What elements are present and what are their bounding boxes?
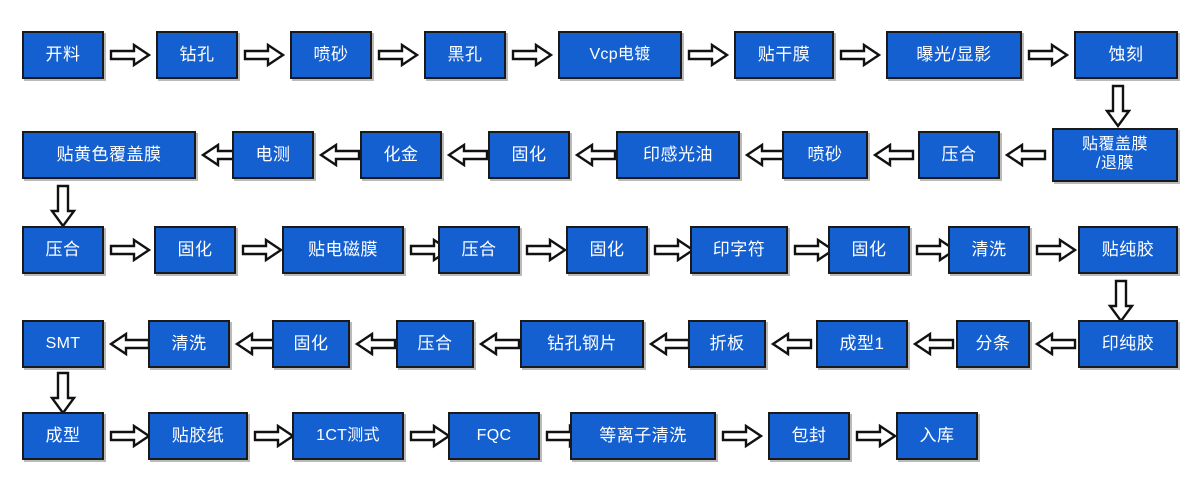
arrow-right-icon <box>525 237 568 263</box>
arrow-right-icon <box>253 423 296 449</box>
node-row2-8[interactable]: 贴覆盖膜 /退膜 <box>1052 128 1178 182</box>
node-row5-1[interactable]: 成型 <box>22 412 104 460</box>
arrow-left-icon <box>478 331 521 357</box>
arrow-left-icon <box>648 331 691 357</box>
node-row1-2[interactable]: 钻孔 <box>156 31 238 79</box>
arrow-right-icon <box>109 423 152 449</box>
node-row1-3[interactable]: 喷砂 <box>290 31 372 79</box>
node-row4-8[interactable]: 分条 <box>956 320 1030 368</box>
node-row4-9[interactable]: 印纯胶 <box>1078 320 1178 368</box>
node-row2-4[interactable]: 固化 <box>488 131 570 179</box>
node-row1-5[interactable]: Vcp电镀 <box>558 31 682 79</box>
arrow-right-icon <box>511 42 554 68</box>
node-row2-6[interactable]: 喷砂 <box>782 131 868 179</box>
node-row3-3[interactable]: 贴电磁膜 <box>282 226 404 274</box>
arrow-right-icon <box>241 237 284 263</box>
arrow-right-icon <box>721 423 764 449</box>
node-row3-7[interactable]: 固化 <box>828 226 910 274</box>
arrow-right-icon <box>793 237 836 263</box>
node-row4-5[interactable]: 钻孔钢片 <box>520 320 644 368</box>
node-row2-1[interactable]: 贴黄色覆盖膜 <box>22 131 196 179</box>
node-row4-7[interactable]: 成型1 <box>816 320 908 368</box>
arrow-left-icon <box>1004 142 1047 168</box>
node-row2-3[interactable]: 化金 <box>360 131 442 179</box>
arrow-right-icon <box>855 423 898 449</box>
arrow-down-icon <box>49 371 77 416</box>
node-row3-6[interactable]: 印字符 <box>690 226 788 274</box>
node-row4-6[interactable]: 折板 <box>688 320 766 368</box>
node-row2-2[interactable]: 电测 <box>232 131 314 179</box>
node-row3-1[interactable]: 压合 <box>22 226 104 274</box>
node-row1-6[interactable]: 贴干膜 <box>734 31 834 79</box>
node-row3-5[interactable]: 固化 <box>566 226 648 274</box>
arrow-left-icon <box>234 331 277 357</box>
arrow-right-icon <box>653 237 696 263</box>
arrow-left-icon <box>912 331 955 357</box>
arrow-right-icon <box>839 42 882 68</box>
arrow-down-icon <box>1104 84 1132 129</box>
node-row5-7[interactable]: 入库 <box>896 412 978 460</box>
node-row4-3[interactable]: 固化 <box>272 320 350 368</box>
arrow-left-icon <box>1034 331 1077 357</box>
node-row4-2[interactable]: 清洗 <box>148 320 230 368</box>
arrow-right-icon <box>109 42 152 68</box>
arrow-left-icon <box>108 331 151 357</box>
arrow-right-icon <box>915 237 958 263</box>
node-row4-4[interactable]: 压合 <box>396 320 474 368</box>
node-row3-8[interactable]: 清洗 <box>948 226 1030 274</box>
arrow-left-icon <box>744 142 787 168</box>
node-row1-1[interactable]: 开料 <box>22 31 104 79</box>
node-row4-1[interactable]: SMT <box>22 320 104 368</box>
arrow-left-icon <box>318 142 361 168</box>
arrow-right-icon <box>1035 237 1078 263</box>
arrow-left-icon <box>446 142 489 168</box>
node-row1-8[interactable]: 蚀刻 <box>1074 31 1178 79</box>
node-row5-3[interactable]: 1CT测式 <box>292 412 404 460</box>
arrow-left-icon <box>770 331 813 357</box>
node-row1-4[interactable]: 黑孔 <box>424 31 506 79</box>
node-row2-7[interactable]: 压合 <box>918 131 1000 179</box>
arrow-right-icon <box>377 42 420 68</box>
arrow-right-icon <box>1027 42 1070 68</box>
arrow-left-icon <box>354 331 397 357</box>
node-row1-7[interactable]: 曝光/显影 <box>886 31 1022 79</box>
node-row3-4[interactable]: 压合 <box>438 226 520 274</box>
node-row5-5[interactable]: 等离子清洗 <box>570 412 716 460</box>
arrow-down-icon <box>49 184 77 229</box>
node-row2-5[interactable]: 印感光油 <box>616 131 740 179</box>
arrow-left-icon <box>872 142 915 168</box>
arrow-right-icon <box>109 237 152 263</box>
arrow-left-icon <box>574 142 617 168</box>
node-row5-2[interactable]: 贴胶纸 <box>148 412 248 460</box>
node-row5-4[interactable]: FQC <box>448 412 540 460</box>
arrow-right-icon <box>243 42 286 68</box>
arrow-right-icon <box>409 423 452 449</box>
arrow-down-icon <box>1107 279 1135 324</box>
node-row3-9[interactable]: 贴纯胶 <box>1078 226 1178 274</box>
node-row3-2[interactable]: 固化 <box>154 226 236 274</box>
node-row5-6[interactable]: 包封 <box>768 412 850 460</box>
arrow-right-icon <box>687 42 730 68</box>
